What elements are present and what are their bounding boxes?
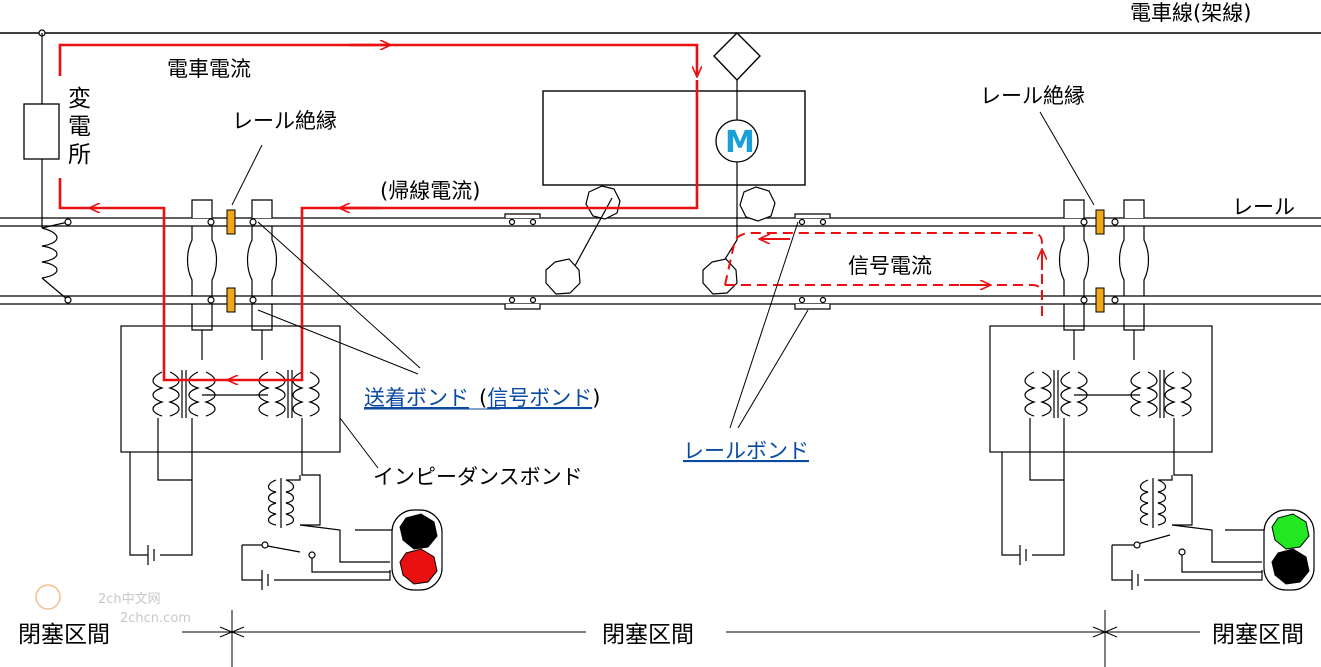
wheel-icon — [545, 258, 581, 295]
rail-insulator-icon — [226, 209, 236, 235]
wheel-icon — [702, 258, 738, 295]
train-body — [542, 90, 806, 186]
impedance-bond-left — [120, 325, 341, 526]
signal-current-path — [724, 232, 1042, 322]
rail-insulation-label-left: レール絶縁 — [232, 109, 337, 133]
feed-bond-link[interactable]: 送着ボンド — [364, 386, 469, 410]
bond-label-group: 送着ボンド (信号ボンド) — [364, 386, 600, 410]
overhead-wire — [0, 29, 1321, 37]
overhead-wire-label: 電車線(架線) — [1130, 1, 1251, 25]
rail-insulation-label-right: レール絶縁 — [980, 84, 1085, 108]
substation — [23, 33, 72, 304]
battery-icon — [129, 452, 193, 565]
rail-bond-link[interactable]: レールボンド — [683, 439, 809, 463]
substation-label-2: 電 — [68, 114, 91, 140]
rail-insulator-icon — [1095, 209, 1105, 235]
resistor-box-icon — [23, 103, 60, 160]
motor-label: M — [725, 125, 755, 160]
watermark-line1: 2ch中文网 — [98, 592, 161, 607]
substation-label-3: 所 — [68, 142, 91, 168]
rail-top — [0, 217, 1321, 227]
watermark-line2: 2chcn.com — [120, 611, 191, 626]
signal-light-bottom-icon — [399, 548, 438, 585]
wheel-icon — [585, 185, 621, 220]
impedance-bond-label: インピーダンスボンド — [373, 465, 583, 489]
substation-coil-icon — [41, 227, 58, 279]
impedance-bond-right — [989, 325, 1213, 526]
rail-joint-bottom-right — [794, 296, 831, 310]
return-current-label: (帰線電流) — [380, 179, 480, 203]
signal-bond-link[interactable]: 信号ボンド — [487, 386, 592, 410]
rail-joint-top-right — [794, 213, 831, 226]
watermark-logo-icon — [35, 584, 61, 610]
wheel-icon — [739, 186, 776, 222]
rail-joint-top-left — [504, 213, 541, 226]
signal-bond-close: ) — [592, 386, 600, 410]
signal-light-top-icon — [399, 513, 438, 550]
block-section-label-left: 閉塞区間 — [18, 622, 110, 648]
leader-lines — [231, 111, 1095, 469]
pantograph-icon — [713, 32, 761, 82]
block-section-label-center: 閉塞区間 — [602, 622, 694, 648]
insulated-joint-left — [186, 199, 278, 331]
substation-label-1: 変 — [68, 86, 91, 112]
watermark: 2ch中文网 2chcn.com — [35, 584, 191, 626]
insulated-joint-right — [1058, 199, 1150, 331]
train-current-label: 電車電流 — [167, 57, 251, 81]
rail-insulator-icon — [1095, 287, 1105, 313]
block-dividers — [182, 610, 1200, 667]
signal-current-label: 信号電流 — [848, 254, 932, 278]
train-current-path — [58, 45, 697, 380]
block-section-label-right: 閉塞区間 — [1212, 622, 1304, 648]
signal-light-bottom-icon — [1271, 548, 1310, 585]
rail-bottom — [0, 295, 1321, 305]
relay-coil-icon — [267, 475, 301, 528]
relay-coil-icon — [1139, 475, 1173, 528]
rail-label: レール — [1232, 195, 1295, 219]
rail-joint-bottom-left — [504, 296, 541, 310]
signal-bond-open: ( — [479, 386, 487, 410]
rail-insulator-icon — [226, 287, 236, 313]
battery-icon — [1001, 452, 1065, 565]
signal-light-top-icon — [1271, 513, 1310, 550]
train — [542, 32, 806, 295]
